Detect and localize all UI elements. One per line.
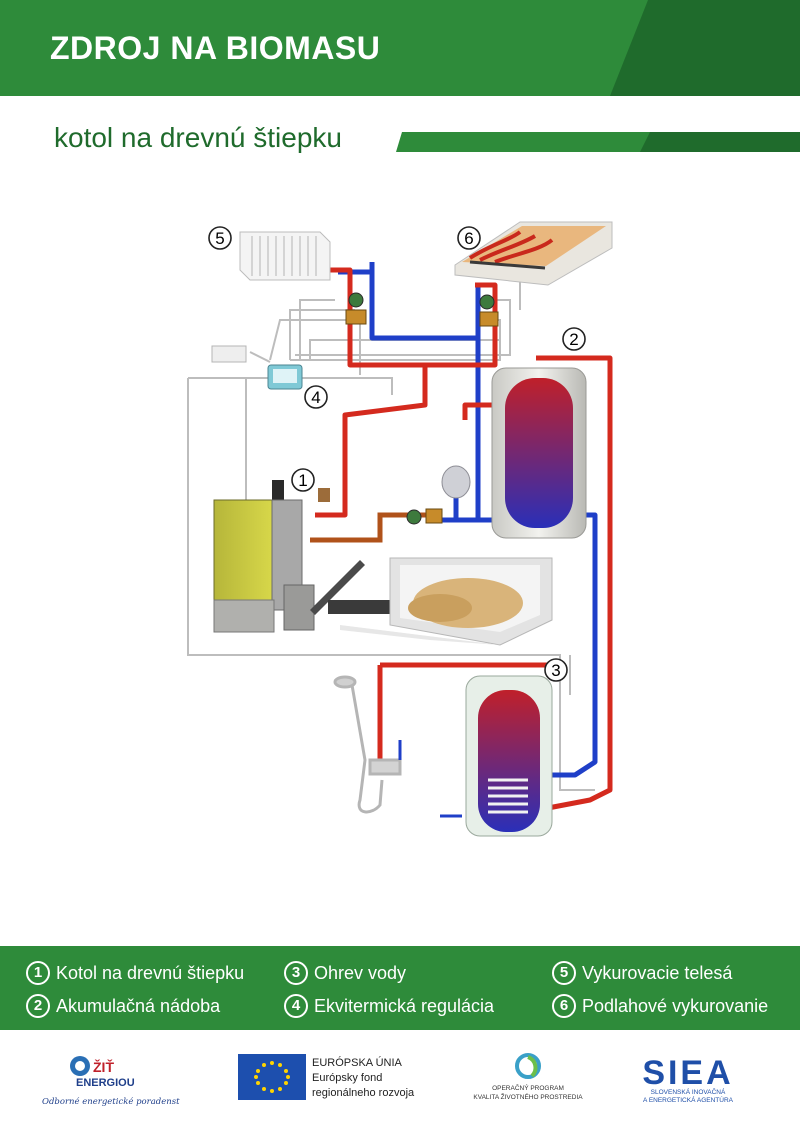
pump-valve-group bbox=[345, 292, 499, 525]
legend-item-3: 3 Ohrev vody bbox=[284, 961, 406, 985]
legend-label: Kotol na drevnú štiepku bbox=[56, 962, 245, 983]
legend-item-6: 6 Podlahové vykurovanie bbox=[552, 994, 768, 1018]
floor-heating-panel bbox=[454, 221, 613, 286]
svg-text:5: 5 bbox=[215, 229, 224, 248]
radiator bbox=[239, 231, 331, 281]
accumulation-tank bbox=[491, 367, 587, 539]
legend-number: 2 bbox=[26, 994, 50, 1018]
marker-2: 2 bbox=[562, 327, 586, 351]
op-kzp-logo: OPERAČNÝ PROGRAM KVALITA ŽIVOTNÉHO PROST… bbox=[470, 1052, 590, 1112]
legend-number: 6 bbox=[552, 994, 576, 1018]
svg-text:ŽIŤ: ŽIŤ bbox=[93, 1058, 114, 1075]
eu-fund-logo: EURÓPSKA ÚNIA Európsky fond regionálneho… bbox=[238, 1054, 438, 1104]
svg-text:A ENERGETICKÁ AGENTÚRA: A ENERGETICKÁ AGENTÚRA bbox=[643, 1095, 734, 1104]
header-accent bbox=[610, 0, 800, 96]
svg-text:EURÓPSKA ÚNIA: EURÓPSKA ÚNIA bbox=[312, 1056, 403, 1069]
legend-number: 4 bbox=[284, 994, 308, 1018]
marker-6: 6 bbox=[457, 226, 481, 250]
legend-item-1: 1 Kotol na drevnú štiepku bbox=[26, 961, 244, 985]
water-heater-tank bbox=[440, 675, 553, 837]
svg-text:2: 2 bbox=[569, 330, 578, 349]
marker-5: 5 bbox=[208, 226, 232, 250]
svg-text:Európsky fond: Európsky fond bbox=[312, 1072, 382, 1084]
legend-label: Ekvitermická regulácia bbox=[314, 995, 495, 1016]
legend-bar: 1 Kotol na drevnú štiepku 2 Akumulačná n… bbox=[0, 946, 800, 1030]
svg-text:4: 4 bbox=[311, 388, 320, 407]
legend-item-4: 4 Ekvitermická regulácia bbox=[284, 994, 494, 1018]
siea-logo: SIEA SLOVENSKÁ INOVAČNÁ A ENERGETICKÁ AG… bbox=[630, 1048, 760, 1118]
legend-label: Akumulačná nádoba bbox=[56, 995, 221, 1016]
page-subtitle: kotol na drevnú štiepku bbox=[54, 122, 342, 153]
controller-display bbox=[273, 369, 297, 383]
wood-chip-storage bbox=[340, 557, 553, 646]
diagram-markers: 5 6 2 4 1 3 bbox=[208, 226, 586, 682]
wood-chip-boiler bbox=[213, 480, 398, 633]
svg-text:SLOVENSKÁ INOVAČNÁ: SLOVENSKÁ INOVAČNÁ bbox=[651, 1087, 726, 1096]
marker-3: 3 bbox=[544, 658, 568, 682]
legend-item-2: 2 Akumulačná nádoba bbox=[26, 994, 220, 1018]
svg-text:KVALITA ŽIVOTNÉHO PROSTREDIA: KVALITA ŽIVOTNÉHO PROSTREDIA bbox=[473, 1092, 583, 1101]
subtitle-bar bbox=[396, 132, 800, 152]
svg-text:regionálneho rozvoja: regionálneho rozvoja bbox=[312, 1087, 415, 1099]
zit-energiou-logo: ŽIŤ ENERGIOU Odborné energetické poraden… bbox=[40, 1050, 189, 1120]
legend-item-5: 5 Vykurovacie telesá bbox=[552, 961, 732, 985]
shower-fixture bbox=[333, 675, 402, 814]
eu-flag-icon: EURÓPSKA ÚNIA Európsky fond regionálneho… bbox=[238, 1054, 415, 1100]
legend-number: 5 bbox=[552, 961, 576, 985]
control-wiring bbox=[187, 280, 595, 791]
legend-label: Ohrev vody bbox=[314, 962, 407, 983]
svg-text:OPERAČNÝ PROGRAM: OPERAČNÝ PROGRAM bbox=[492, 1083, 564, 1092]
svg-text:6: 6 bbox=[464, 229, 473, 248]
svg-text:ENERGIOU: ENERGIOU bbox=[76, 1077, 135, 1089]
page-title: ZDROJ NA BIOMASU bbox=[50, 30, 381, 66]
op-kzp-icon: OPERAČNÝ PROGRAM KVALITA ŽIVOTNÉHO PROST… bbox=[473, 1053, 583, 1101]
outdoor-sensor bbox=[211, 345, 247, 363]
legend-label: Vykurovacie telesá bbox=[582, 962, 733, 983]
footer-logos: ŽIŤ ENERGIOU Odborné energetické poraden… bbox=[0, 1030, 800, 1131]
expansion-tank bbox=[441, 465, 471, 499]
legend-number: 3 bbox=[284, 961, 308, 985]
marker-1: 1 bbox=[291, 468, 315, 492]
heating-system-diagram: 5 6 2 4 1 3 bbox=[187, 221, 613, 837]
legend-number: 1 bbox=[26, 961, 50, 985]
svg-text:1: 1 bbox=[298, 471, 307, 490]
svg-text:Odborné energetické poradenstv: Odborné energetické poradenstvo bbox=[42, 1096, 180, 1107]
svg-text:SIEA: SIEA bbox=[642, 1054, 733, 1092]
legend-label: Podlahové vykurovanie bbox=[582, 995, 769, 1016]
header-banner: ZDROJ NA BIOMASU bbox=[0, 0, 800, 96]
marker-4: 4 bbox=[304, 385, 328, 409]
siea-icon: SIEA SLOVENSKÁ INOVAČNÁ A ENERGETICKÁ AG… bbox=[642, 1054, 734, 1104]
svg-text:3: 3 bbox=[551, 661, 560, 680]
zit-energiou-icon: ŽIŤ ENERGIOU Odborné energetické poraden… bbox=[42, 1056, 189, 1107]
